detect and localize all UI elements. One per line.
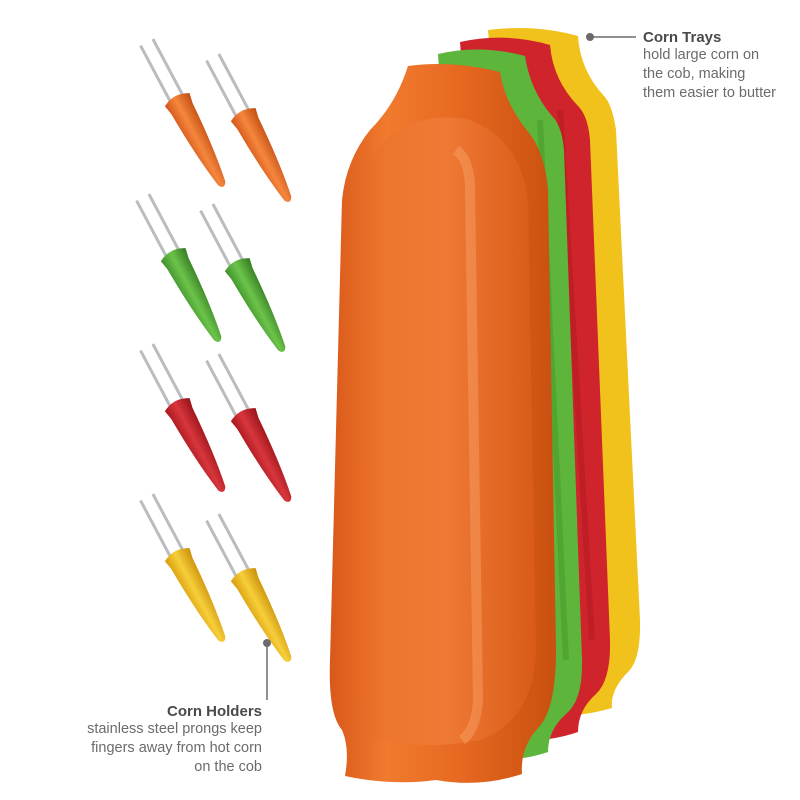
corn-holder-red-2: [205, 353, 292, 502]
corn-holder-yellow-1: [139, 493, 226, 642]
corn-holder-green-1: [135, 193, 222, 342]
corn-holders-line-3: on the cob: [194, 759, 262, 775]
corn-trays-line-2: the cob, making: [643, 66, 746, 82]
corn-holder-yellow-2: [205, 513, 292, 662]
callout-trays-leader: [586, 33, 636, 41]
corn-trays-line-3: them easier to butter: [643, 85, 776, 101]
corn-holders: [135, 38, 292, 662]
corn-trays-title: Corn Trays: [643, 29, 722, 46]
corn-holder-red-1: [139, 343, 226, 492]
corn-holders-line-2: fingers away from hot corn: [91, 740, 262, 756]
callout-holders-leader: [263, 639, 271, 700]
corn-holders-callout: Corn Holders stainless steel prongs keep…: [62, 703, 262, 777]
corn-trays-line-1: hold large corn on: [643, 47, 760, 63]
corn-tray-orange: [329, 64, 556, 783]
corn-holder-green-2: [199, 203, 286, 352]
corn-holders-line-1: stainless steel prongs keep: [87, 721, 262, 737]
corn-holder-orange-2: [205, 53, 292, 202]
corn-trays-callout: Corn Trays hold large corn on the cob, m…: [643, 29, 800, 103]
corn-holders-title: Corn Holders: [166, 703, 262, 720]
corn-holder-orange-1: [139, 38, 226, 187]
